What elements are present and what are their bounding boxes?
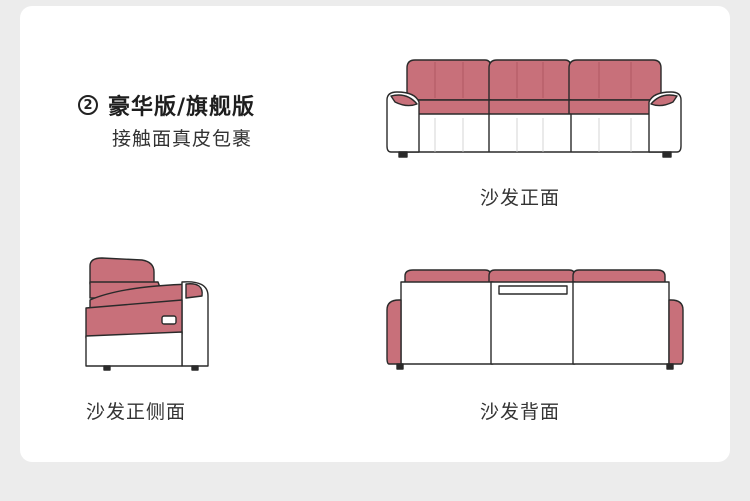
sofa-back-illustration <box>386 269 684 370</box>
back-view-caption: 沙发背面 <box>480 401 561 423</box>
step-number-badge: 2 <box>78 95 98 115</box>
title-row: 2 豪华版/旗舰版 <box>78 90 255 120</box>
side-view-caption: 沙发正侧面 <box>86 401 187 423</box>
leather-subtitle: 接触面真皮包裹 <box>112 128 253 150</box>
sofa-front-illustration <box>386 59 682 158</box>
version-title: 豪华版/旗舰版 <box>108 95 256 120</box>
front-view-caption: 沙发正面 <box>480 187 561 209</box>
sofa-side-illustration <box>85 257 209 371</box>
